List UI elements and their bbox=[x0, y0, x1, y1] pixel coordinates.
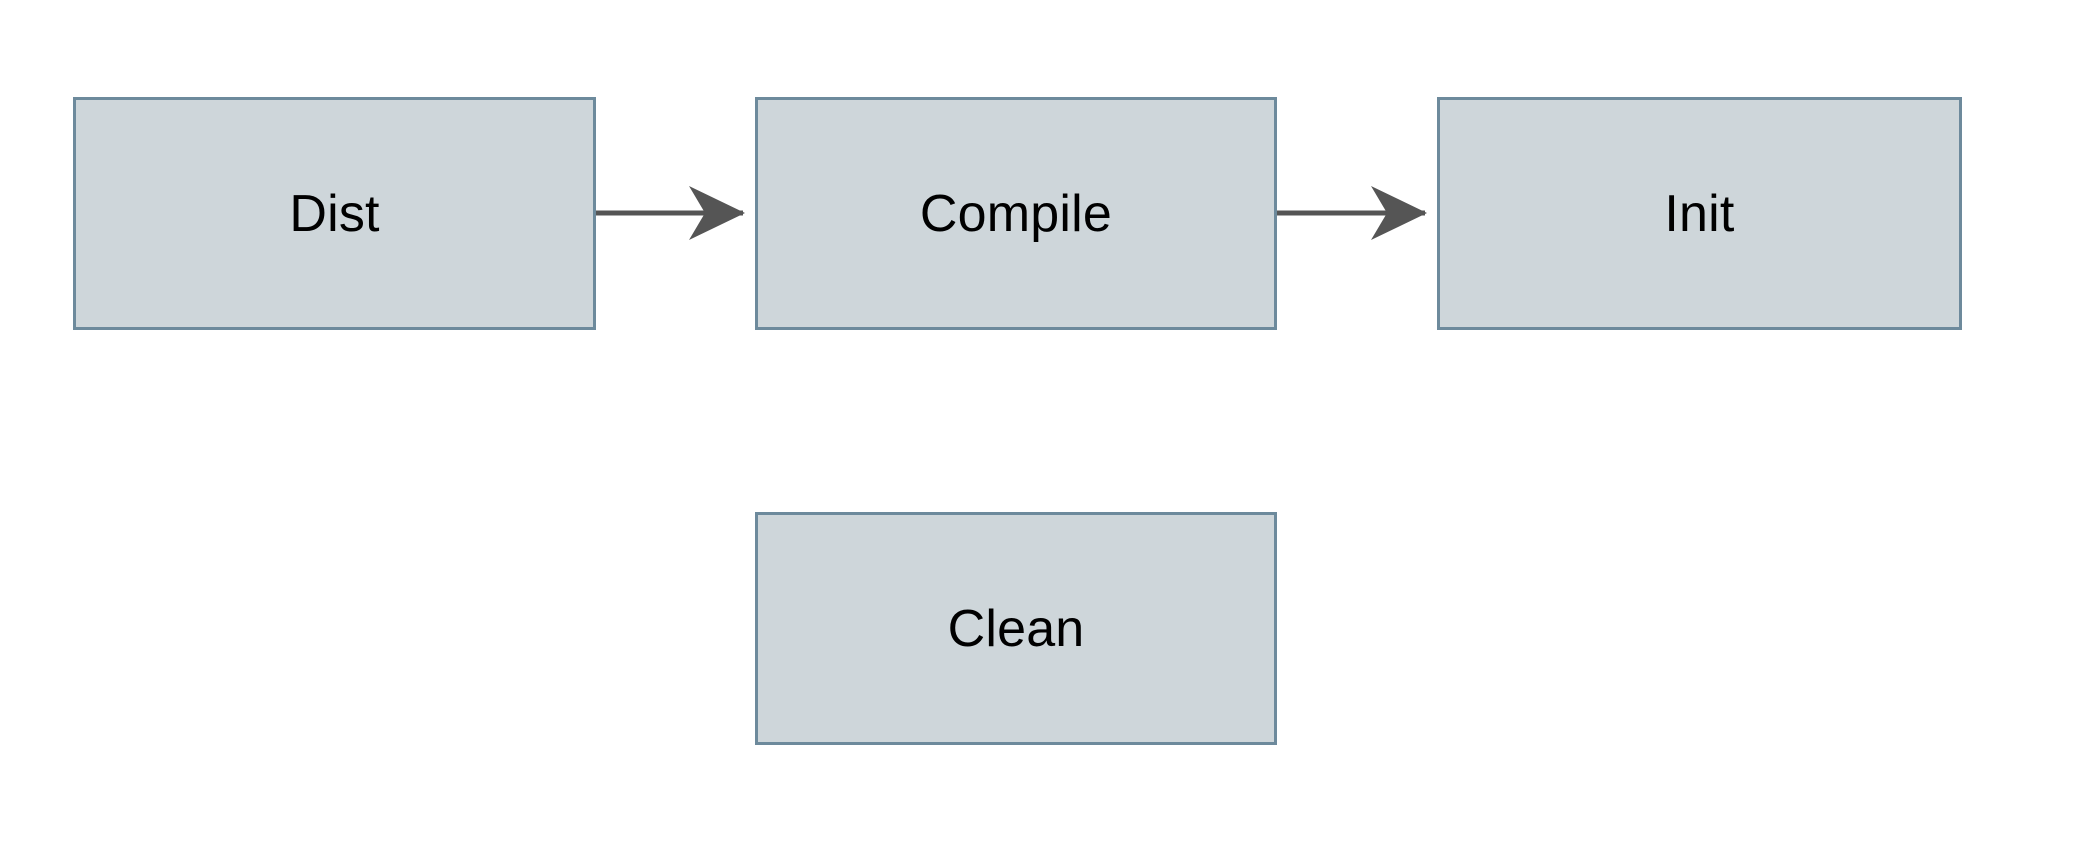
edge-dist-to-compile[interactable] bbox=[596, 186, 755, 240]
node-clean[interactable]: Clean bbox=[755, 512, 1277, 745]
node-init-label: Init bbox=[1664, 184, 1735, 243]
node-dist-label: Dist bbox=[289, 184, 380, 243]
node-compile[interactable]: Compile bbox=[755, 97, 1277, 330]
node-dist[interactable]: Dist bbox=[73, 97, 596, 330]
node-clean-label: Clean bbox=[947, 599, 1085, 658]
node-compile-label: Compile bbox=[919, 184, 1113, 243]
edge-compile-to-init[interactable] bbox=[1277, 186, 1437, 240]
node-init[interactable]: Init bbox=[1437, 97, 1962, 330]
